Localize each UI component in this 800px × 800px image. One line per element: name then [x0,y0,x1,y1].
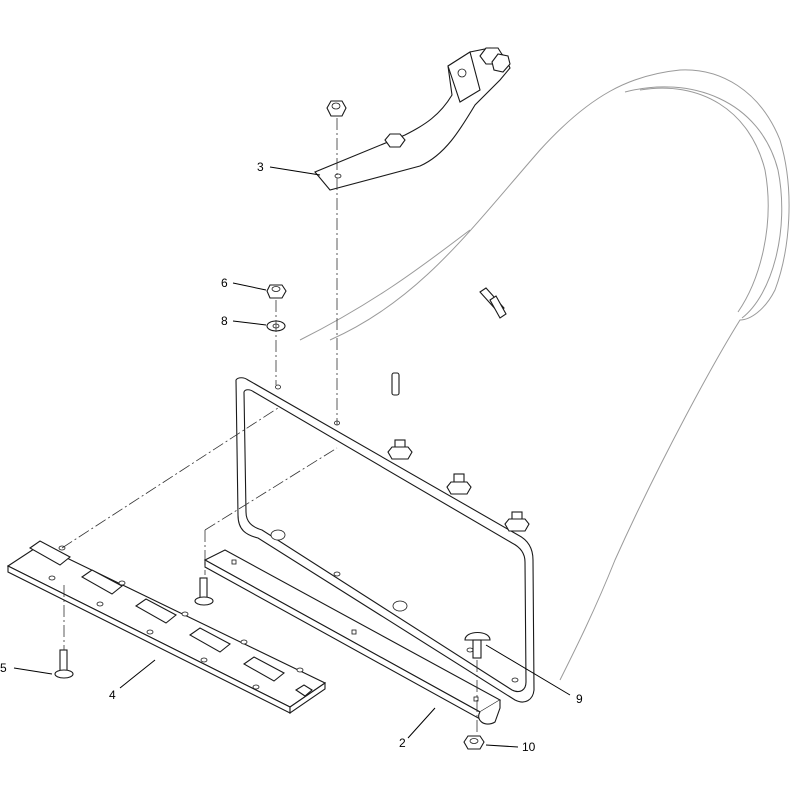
stud-nut [504,511,530,532]
chute-body [299,69,790,681]
callout-3: 3 [257,160,264,174]
nut-6 [266,284,287,299]
strap-nut [326,100,347,117]
mounting-strip [203,549,502,725]
callout-5: 5 [0,661,7,675]
bracket-strap [314,47,511,191]
callout-8: 8 [221,314,228,328]
leader-lines [13,166,571,748]
stud-nut [387,439,413,460]
chute-studs [387,287,530,532]
pin [489,295,507,319]
stud-nut [446,473,472,495]
nut-10 [463,735,485,750]
screw-5 [54,649,74,679]
piano-hinge [6,540,327,715]
chute-flange [235,377,535,703]
assembly-lines [61,118,478,735]
callout-9: 9 [576,692,583,706]
callout-6: 6 [221,276,228,290]
callout-4: 4 [109,688,116,702]
screw [194,577,214,606]
carriage-bolt-9 [464,631,491,659]
callout-10: 10 [522,740,536,754]
callout-2: 2 [399,736,406,750]
pin [391,372,400,396]
